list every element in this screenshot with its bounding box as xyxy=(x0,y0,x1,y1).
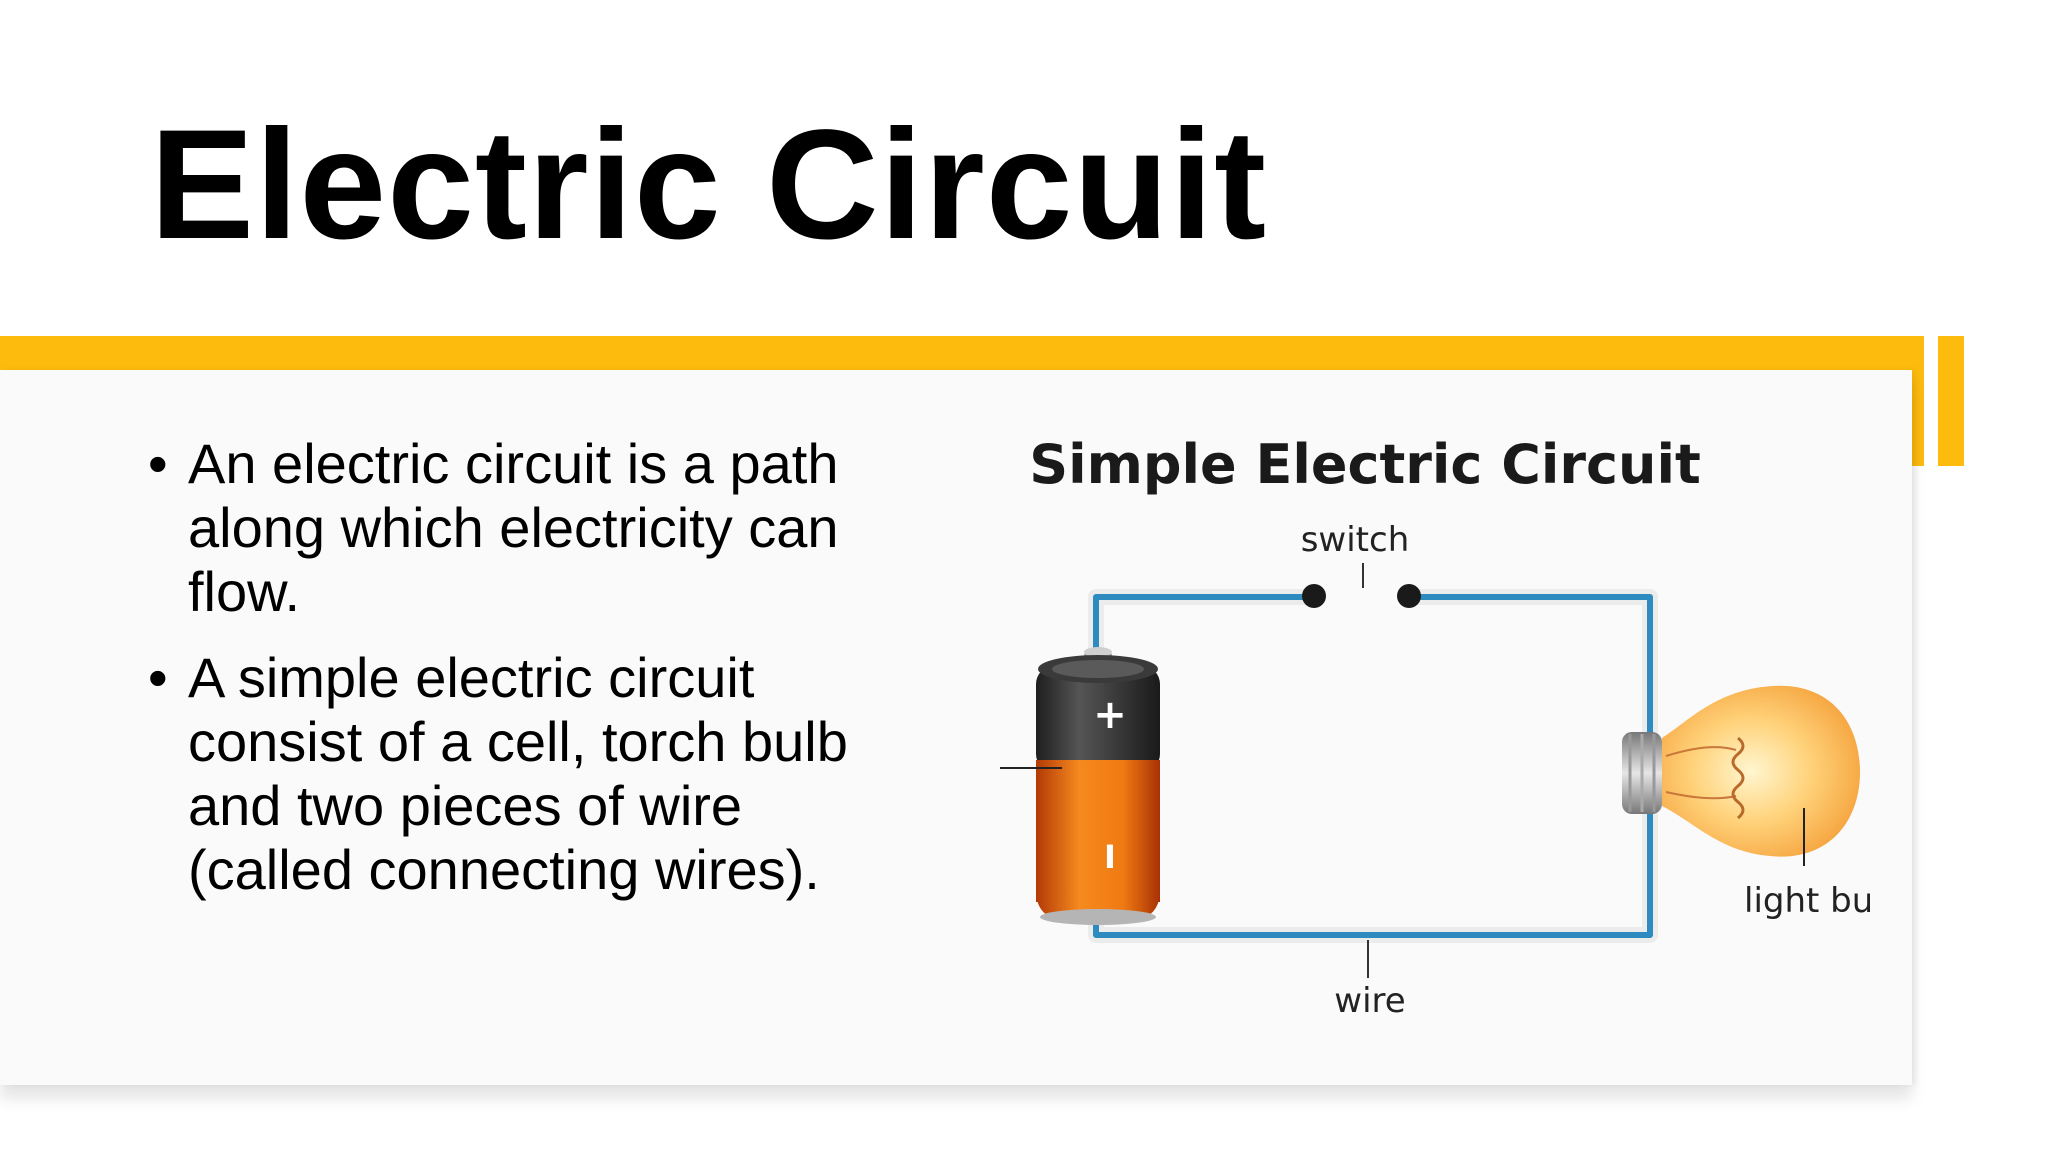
light-bulb-icon xyxy=(1622,685,1860,857)
battery-plus-sign: + xyxy=(1093,692,1127,738)
battery-icon xyxy=(1036,647,1160,925)
wire-label: wire xyxy=(1334,981,1405,1021)
bullet-list: • An electric circuit is a path along wh… xyxy=(148,432,848,924)
bullet-marker: • xyxy=(148,646,168,709)
accent-bar xyxy=(0,336,1924,370)
bullet-text: An electric circuit is a path along whic… xyxy=(188,432,839,623)
bullet-text: A simple electric circuit consist of a c… xyxy=(188,646,848,901)
circuit-diagram: Simple Electric Circuit switch + I xyxy=(1000,433,1870,1021)
accent-bar-vertical-wide xyxy=(1938,336,1964,466)
switch-contact xyxy=(1302,584,1326,608)
content-panel xyxy=(0,370,1912,1085)
diagram-title: Simple Electric Circuit xyxy=(1029,433,1701,496)
accent-bar-vertical xyxy=(1910,336,1924,466)
switch-label: switch xyxy=(1301,520,1410,560)
circuit-wire-inner xyxy=(1093,594,1653,938)
bullet-item: • An electric circuit is a path along wh… xyxy=(148,432,848,624)
bulb-label: light bu xyxy=(1744,881,1870,921)
bullet-item: • A simple electric circuit consist of a… xyxy=(148,646,848,902)
slide-title: Electric Circuit xyxy=(150,98,1268,272)
bullet-marker: • xyxy=(148,432,168,495)
battery-minus-sign: I xyxy=(1104,838,1116,876)
circuit-wire xyxy=(1088,589,1658,943)
switch-contact xyxy=(1397,584,1421,608)
